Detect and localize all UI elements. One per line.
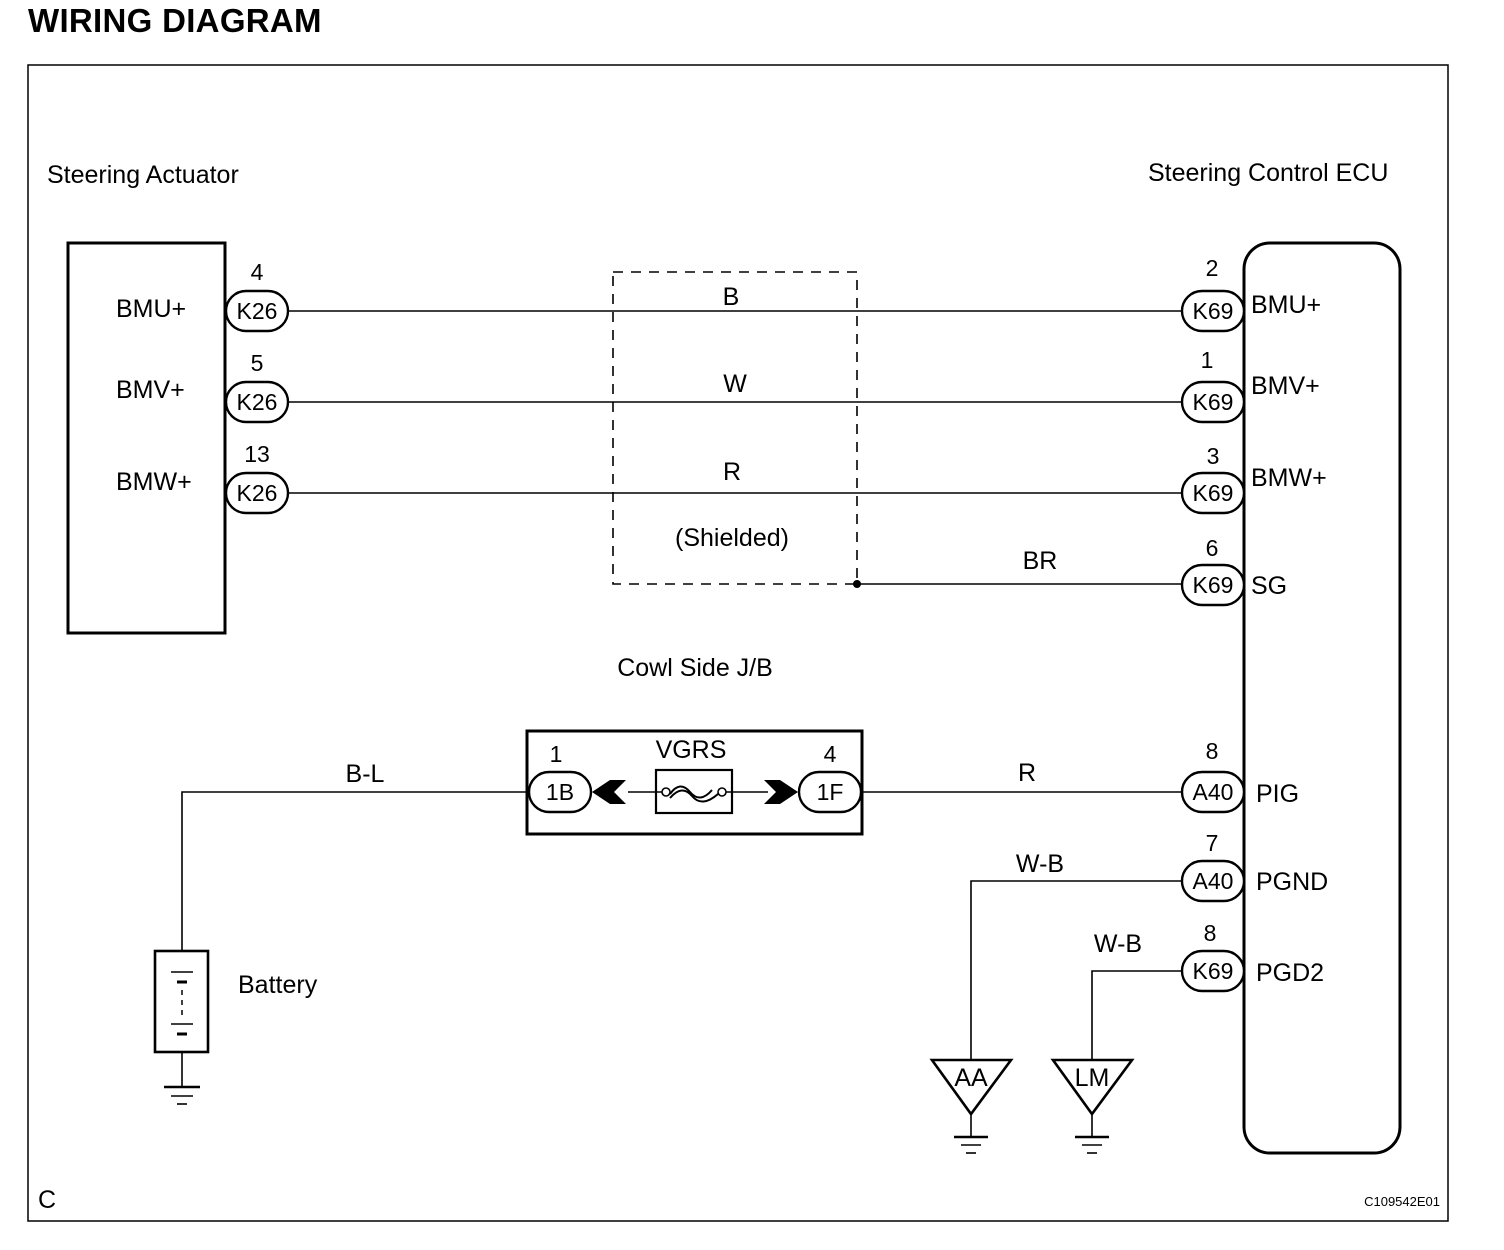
junction-block-box (525, 729, 864, 836)
ecu-pin-bmw: BMW+ (1251, 464, 1327, 492)
wire-pgnd (970, 880, 1182, 1060)
pin-number-k69-bmw: 3 (1207, 443, 1220, 469)
connector-jb-1f (797, 770, 863, 814)
wire-color-sg: BR (1023, 547, 1058, 575)
actuator-name: Steering Actuator (47, 161, 239, 189)
connector-a40-pig (1180, 770, 1246, 814)
wire-color-pig: R (1018, 759, 1036, 787)
shield-label: (Shielded) (675, 524, 789, 552)
connector-k26-bmw (224, 471, 290, 515)
fuse-terminal-left (661, 787, 671, 797)
jb-1f-terminal-arrow-icon (764, 780, 798, 804)
ecu-pin-sg: SG (1251, 572, 1287, 600)
pin-number-jb-1f: 4 (824, 741, 837, 767)
actuator-pin-bmw: BMW+ (116, 468, 192, 496)
connector-k69-pgd2 (1180, 949, 1246, 993)
connector-k69-bmu (1180, 289, 1246, 333)
ground-point-aa-icon (929, 1058, 1014, 1117)
connector-k69-sg (1180, 563, 1246, 607)
wire-color-bmv: W (723, 370, 747, 398)
wire-color-battery-feed: B-L (346, 760, 385, 788)
ecu-name: Steering Control ECU (1148, 159, 1388, 187)
pin-number-k26-bmu: 4 (251, 259, 264, 285)
connector-k69-bmw (1180, 471, 1246, 515)
connector-k26-bmv-label: K26 (237, 389, 278, 415)
pin-number-a40-pgnd: 7 (1206, 830, 1219, 856)
connector-k69-sg-label: K69 (1193, 572, 1234, 598)
connector-k69-bmv-label: K69 (1193, 389, 1234, 415)
pin-number-k26-bmw: 13 (244, 441, 270, 467)
fuse-element-lower (669, 789, 719, 803)
pin-number-k69-bmv: 1 (1201, 347, 1214, 373)
ecu-box (1242, 241, 1402, 1155)
ground-point-aa-label: AA (954, 1064, 988, 1092)
connector-k69-bmu-label: K69 (1193, 298, 1234, 324)
junction-block-name: Cowl Side J/B (617, 654, 773, 682)
actuator-pin-bmv: BMV+ (116, 376, 185, 404)
pin-number-k69-bmu: 2 (1206, 255, 1219, 281)
connector-k69-pgd2-label: K69 (1193, 958, 1234, 984)
pin-number-k26-bmv: 5 (251, 350, 264, 376)
fuse-element-upper (669, 785, 713, 799)
connector-a40-pig-label: A40 (1193, 779, 1234, 805)
ecu-pin-pgnd: PGND (1256, 868, 1328, 896)
pin-number-k69-pgd2: 8 (1204, 920, 1217, 946)
actuator-pin-bmu: BMU+ (116, 295, 186, 323)
ecu-pin-bmv: BMV+ (1251, 372, 1320, 400)
wire-pgd2 (1091, 970, 1182, 1060)
wire-color-bmu: B (723, 283, 740, 311)
shield-box (612, 271, 858, 585)
connector-jb-1f-label: 1F (817, 779, 844, 805)
pin-number-k69-sg: 6 (1206, 535, 1219, 561)
connector-k26-bmv (224, 380, 290, 424)
wire-color-pgd2: W-B (1094, 930, 1142, 958)
wire-battery-feed (181, 791, 527, 950)
corner-letter: C (38, 1186, 56, 1214)
connector-a40-pgnd (1180, 859, 1246, 903)
fuse-name: VGRS (656, 736, 727, 764)
battery-name: Battery (238, 971, 318, 999)
connector-a40-pgnd-label: A40 (1193, 868, 1234, 894)
actuator-box (66, 241, 227, 635)
wire-color-bmw: R (723, 458, 741, 486)
page-title: WIRING DIAGRAM (28, 2, 322, 39)
pin-number-jb-1b: 1 (550, 741, 563, 767)
ground-point-lm-icon (1050, 1058, 1135, 1117)
ground-point-lm-label: LM (1075, 1064, 1110, 1092)
connector-k26-bmu-label: K26 (237, 298, 278, 324)
connector-jb-1b (527, 770, 593, 814)
diagram-frame (27, 64, 1449, 1222)
connector-k69-bmv (1180, 380, 1246, 424)
jb-1b-terminal-arrow-icon (592, 780, 626, 804)
connector-jb-1b-label: 1B (546, 779, 574, 805)
connector-k26-bmu (224, 289, 290, 333)
ecu-pin-pgd2: PGD2 (1256, 959, 1324, 987)
ecu-pin-bmu: BMU+ (1251, 291, 1321, 319)
figure-code: C109542E01 (1364, 1194, 1440, 1209)
shield-splice-dot (853, 580, 861, 588)
connector-k69-bmw-label: K69 (1193, 480, 1234, 506)
connector-k26-bmw-label: K26 (237, 480, 278, 506)
pin-number-a40-pig: 8 (1206, 738, 1219, 764)
ecu-pin-pig: PIG (1256, 780, 1299, 808)
fuse-terminal-right (717, 787, 727, 797)
wire-color-pgnd: W-B (1016, 850, 1064, 878)
